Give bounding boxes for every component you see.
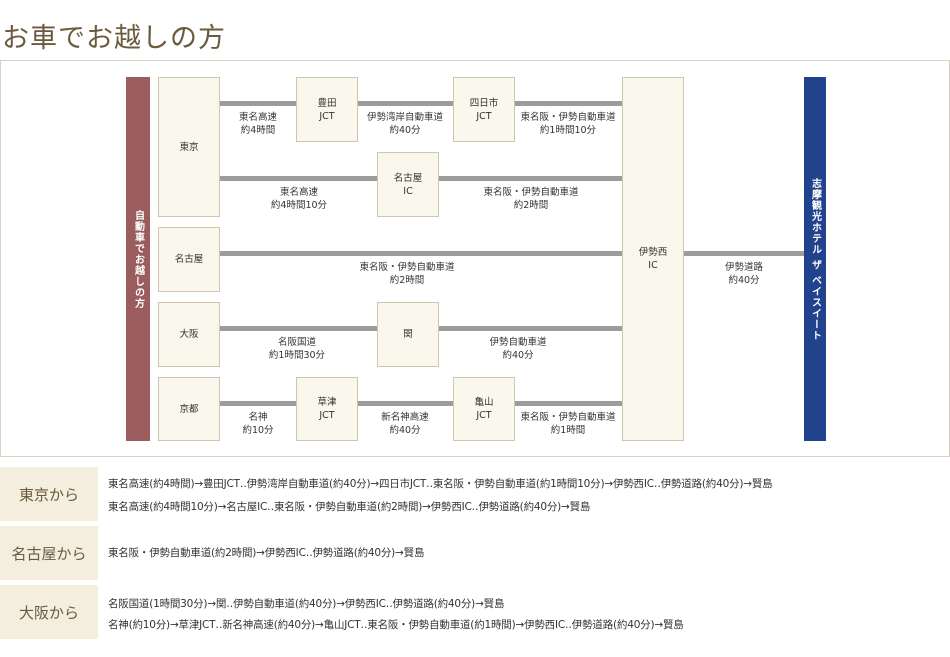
node-yokkaichi-jct-name: 四日市 bbox=[469, 97, 499, 109]
origin-osaka-label: 大阪 bbox=[179, 329, 199, 340]
segment-label: 東名高速 約4時間 bbox=[239, 111, 277, 137]
origin-osaka: 大阪 bbox=[158, 302, 220, 367]
road-tokyo-nagoyaic bbox=[219, 176, 379, 181]
segment-duration: 約40分 bbox=[502, 350, 534, 361]
route-origin-label: 大阪から bbox=[0, 585, 98, 639]
segment-label: 東名阪・伊勢自動車道 約1時間10分 bbox=[520, 111, 615, 137]
road-seki-isenishi bbox=[438, 326, 624, 331]
road-kameyama-isenishi bbox=[514, 401, 624, 406]
route-from-tokyo: 東京から 東名高速(約4時間)→豊田JCT‥伊勢湾岸自動車道(約40分)→四日市… bbox=[0, 467, 950, 521]
hotel-vertical-label: 志摩観光ホテル ザ ベイスイート bbox=[804, 77, 826, 441]
node-kusatsu-jct: 草津 JCT bbox=[296, 377, 358, 441]
segment-road-name: 名神 bbox=[248, 412, 268, 423]
node-ise-nishi-ic-name: 伊勢西 bbox=[638, 247, 668, 258]
origin-tokyo-label: 東京 bbox=[179, 141, 199, 153]
node-toyota-jct: 豊田 JCT bbox=[296, 77, 358, 142]
segment-label: 東名阪・伊勢自動車道 約1時間 bbox=[520, 411, 615, 437]
road-osaka-seki bbox=[219, 326, 379, 331]
road-isenishi-hotel bbox=[683, 251, 804, 256]
node-toyota-jct-name: 豊田 bbox=[317, 97, 337, 109]
origin-tokyo: 東京 bbox=[158, 77, 220, 217]
segment-road-name: 伊勢自動車道 bbox=[489, 337, 547, 348]
segment-duration: 約40分 bbox=[728, 275, 760, 286]
origin-kyoto: 京都 bbox=[158, 377, 220, 441]
node-kameyama-jct-name: 亀山 bbox=[474, 397, 494, 408]
node-kameyama-jct-type: JCT bbox=[476, 410, 492, 421]
segment-duration: 約4時間10分 bbox=[270, 200, 328, 211]
segment-duration: 約1時間10分 bbox=[539, 125, 597, 136]
segment-road-name: 東名阪・伊勢自動車道 bbox=[520, 112, 616, 123]
road-toyota-yokkaichi bbox=[357, 101, 455, 106]
segment-label: 名阪国道 約1時間30分 bbox=[269, 336, 325, 362]
node-ise-nishi-ic: 伊勢西 IC bbox=[622, 77, 684, 441]
road-kyoto-kusatsu bbox=[219, 401, 297, 406]
segment-duration: 約40分 bbox=[389, 425, 421, 436]
segment-label: 東名阪・伊勢自動車道 約2時間 bbox=[483, 186, 578, 212]
route-from-nagoya: 名古屋から 東名阪・伊勢自動車道(約2時間)→伊勢西IC‥伊勢道路(約40分)→… bbox=[0, 526, 950, 580]
segment-road-name: 伊勢湾岸自動車道 bbox=[366, 112, 444, 123]
route-description: 名阪国道(1時間30分)→関‥伊勢自動車道(約40分)→伊勢西IC‥伊勢道路(約… bbox=[108, 598, 505, 610]
left-vertical-label: 自動車でお越しの方 bbox=[126, 77, 150, 441]
road-nagoyaic-isenishi bbox=[438, 176, 624, 181]
route-diagram: 自動車でお越しの方 志摩観光ホテル ザ ベイスイート 東京 名古屋 大阪 京都 … bbox=[0, 60, 950, 457]
page-title: お車でお越しの方 bbox=[2, 23, 226, 54]
segment-road-name: 名阪国道 bbox=[277, 337, 317, 348]
node-seki: 関 bbox=[377, 302, 439, 367]
segment-duration: 約2時間 bbox=[389, 275, 425, 286]
segment-duration: 約1時間30分 bbox=[268, 350, 326, 361]
route-description: 東名高速(約4時間)→豊田JCT‥伊勢湾岸自動車道(約40分)→四日市JCT‥東… bbox=[108, 478, 773, 490]
segment-label: 東名阪・伊勢自動車道 約2時間 bbox=[359, 261, 454, 287]
node-seki-name: 関 bbox=[403, 329, 413, 340]
route-description: 名神(約10分)→草津JCT‥新名神高速(約40分)→亀山JCT‥東名阪・伊勢自… bbox=[108, 619, 684, 631]
segment-label: 伊勢自動車道 約40分 bbox=[489, 336, 546, 362]
route-description: 東名阪・伊勢自動車道(約2時間)→伊勢西IC‥伊勢道路(約40分)→賢島 bbox=[108, 547, 425, 559]
segment-duration: 約1時間 bbox=[550, 425, 586, 436]
segment-label: 伊勢湾岸自動車道 約40分 bbox=[367, 111, 443, 137]
segment-road-name: 東名阪・伊勢自動車道 bbox=[359, 262, 455, 273]
segment-road-name: 東名阪・伊勢自動車道 bbox=[520, 412, 616, 423]
node-nagoya-ic-name: 名古屋 bbox=[393, 172, 423, 184]
segment-label: 新名神高速 約40分 bbox=[381, 411, 429, 437]
road-yokkaichi-isenishi bbox=[514, 101, 624, 106]
node-kusatsu-jct-name: 草津 bbox=[317, 397, 337, 408]
segment-label: 東名高速 約4時間10分 bbox=[271, 186, 327, 212]
node-nagoya-ic: 名古屋 IC bbox=[377, 152, 439, 217]
segment-road-name: 東名阪・伊勢自動車道 bbox=[483, 187, 579, 198]
route-from-osaka: 大阪から 名阪国道(1時間30分)→関‥伊勢自動車道(約40分)→伊勢西IC‥伊… bbox=[0, 585, 950, 639]
node-yokkaichi-jct-type: JCT bbox=[476, 110, 492, 122]
segment-road-name: 東名高速 bbox=[238, 112, 278, 123]
node-kusatsu-jct-type: JCT bbox=[319, 410, 335, 421]
node-yokkaichi-jct: 四日市 JCT bbox=[453, 77, 515, 142]
segment-duration: 約2時間 bbox=[513, 200, 549, 211]
node-toyota-jct-type: JCT bbox=[319, 110, 335, 122]
segment-road-name: 東名高速 bbox=[279, 187, 319, 198]
origin-kyoto-label: 京都 bbox=[179, 403, 199, 415]
road-nagoya-isenishi bbox=[219, 251, 624, 256]
segment-label: 名神 約10分 bbox=[242, 411, 273, 437]
segment-road-name: 伊勢道路 bbox=[724, 262, 764, 273]
route-description: 東名高速(約4時間10分)→名古屋IC‥東名阪・伊勢自動車道(約2時間)→伊勢西… bbox=[108, 501, 591, 513]
route-origin-label: 名古屋から bbox=[0, 526, 98, 580]
segment-road-name: 新名神高速 bbox=[381, 412, 429, 423]
route-origin-label: 東京から bbox=[0, 467, 98, 521]
node-kameyama-jct: 亀山 JCT bbox=[453, 377, 515, 441]
road-kusatsu-kameyama bbox=[357, 401, 455, 406]
origin-nagoya-label: 名古屋 bbox=[174, 254, 204, 265]
segment-label: 伊勢道路 約40分 bbox=[725, 261, 763, 287]
origin-nagoya: 名古屋 bbox=[158, 227, 220, 292]
segment-duration: 約4時間 bbox=[240, 125, 276, 136]
road-tokyo-toyota bbox=[219, 101, 297, 106]
node-nagoya-ic-type: IC bbox=[403, 185, 413, 197]
node-ise-nishi-ic-type: IC bbox=[648, 260, 658, 271]
segment-duration: 約40分 bbox=[389, 125, 421, 136]
segment-duration: 約10分 bbox=[242, 425, 274, 436]
